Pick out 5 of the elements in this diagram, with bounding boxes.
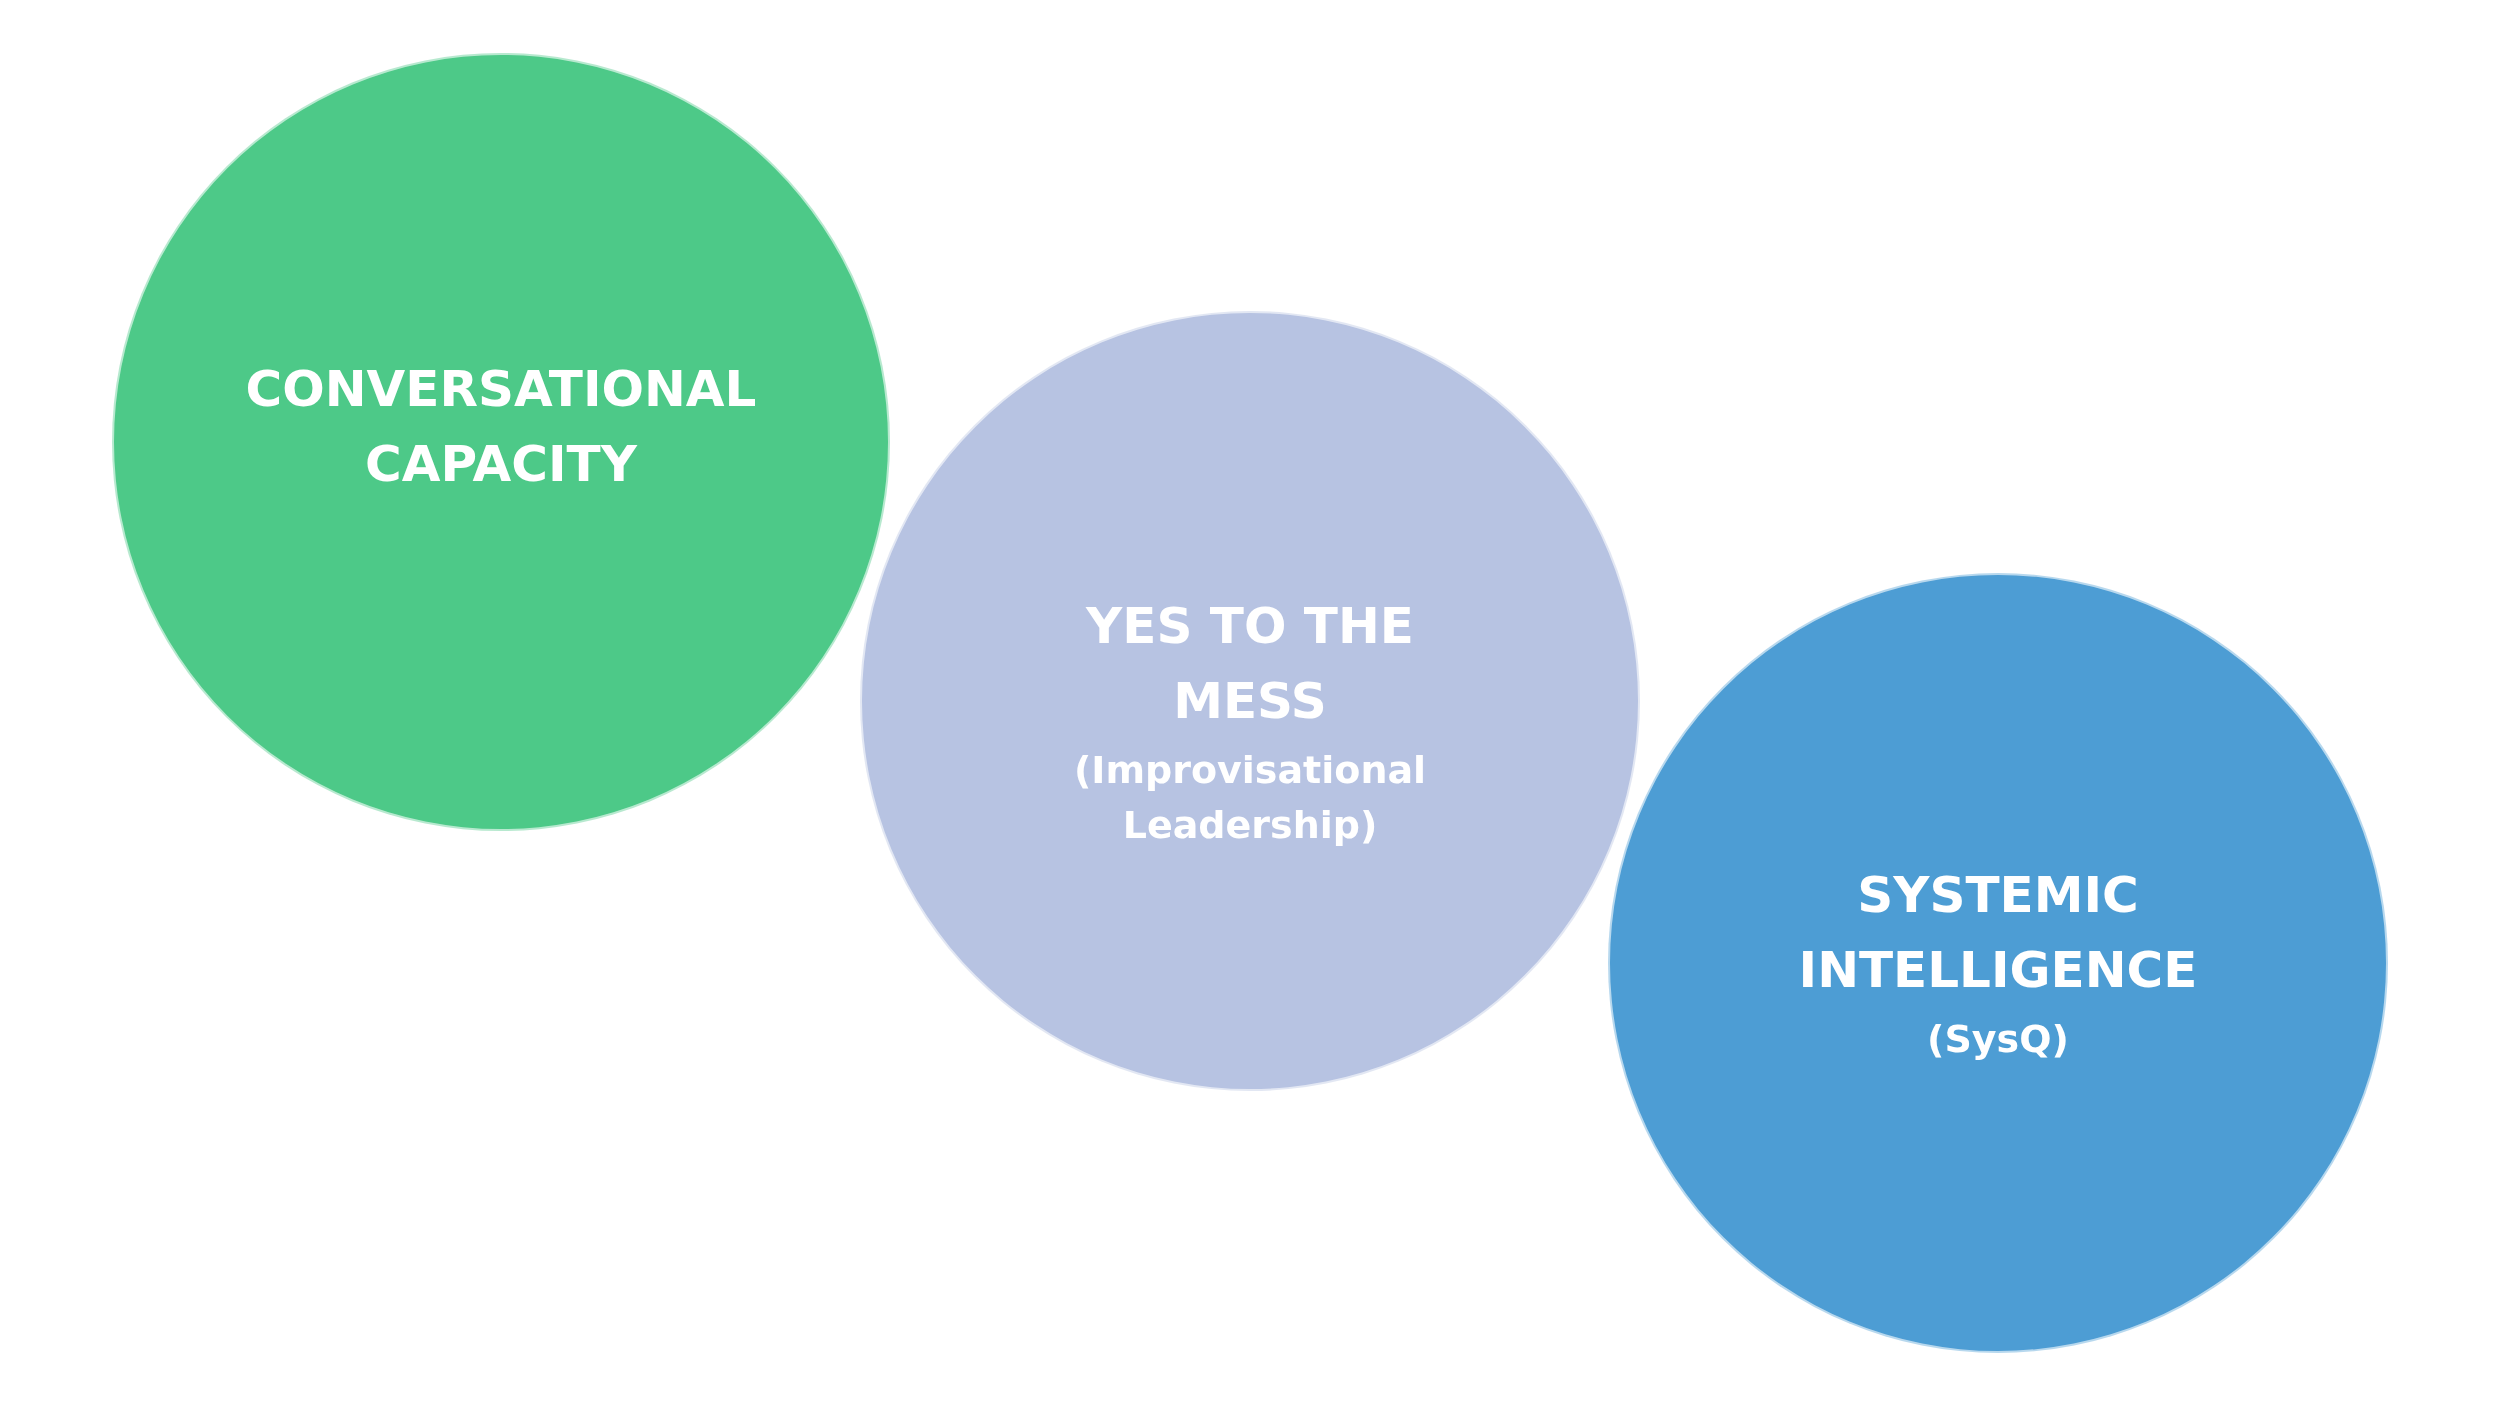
circle-heading: CONVERSATIONAL CAPACITY bbox=[244, 359, 758, 495]
circle-heading: SYSTEMIC INTELLIGENCE bbox=[1797, 865, 2199, 1002]
circle-subheading: (SysQ) bbox=[1927, 1016, 2069, 1064]
circle-subheading: (Improvisational Leadership) bbox=[1072, 746, 1428, 849]
circle-heading: YES TO THE MESS bbox=[1084, 595, 1415, 732]
